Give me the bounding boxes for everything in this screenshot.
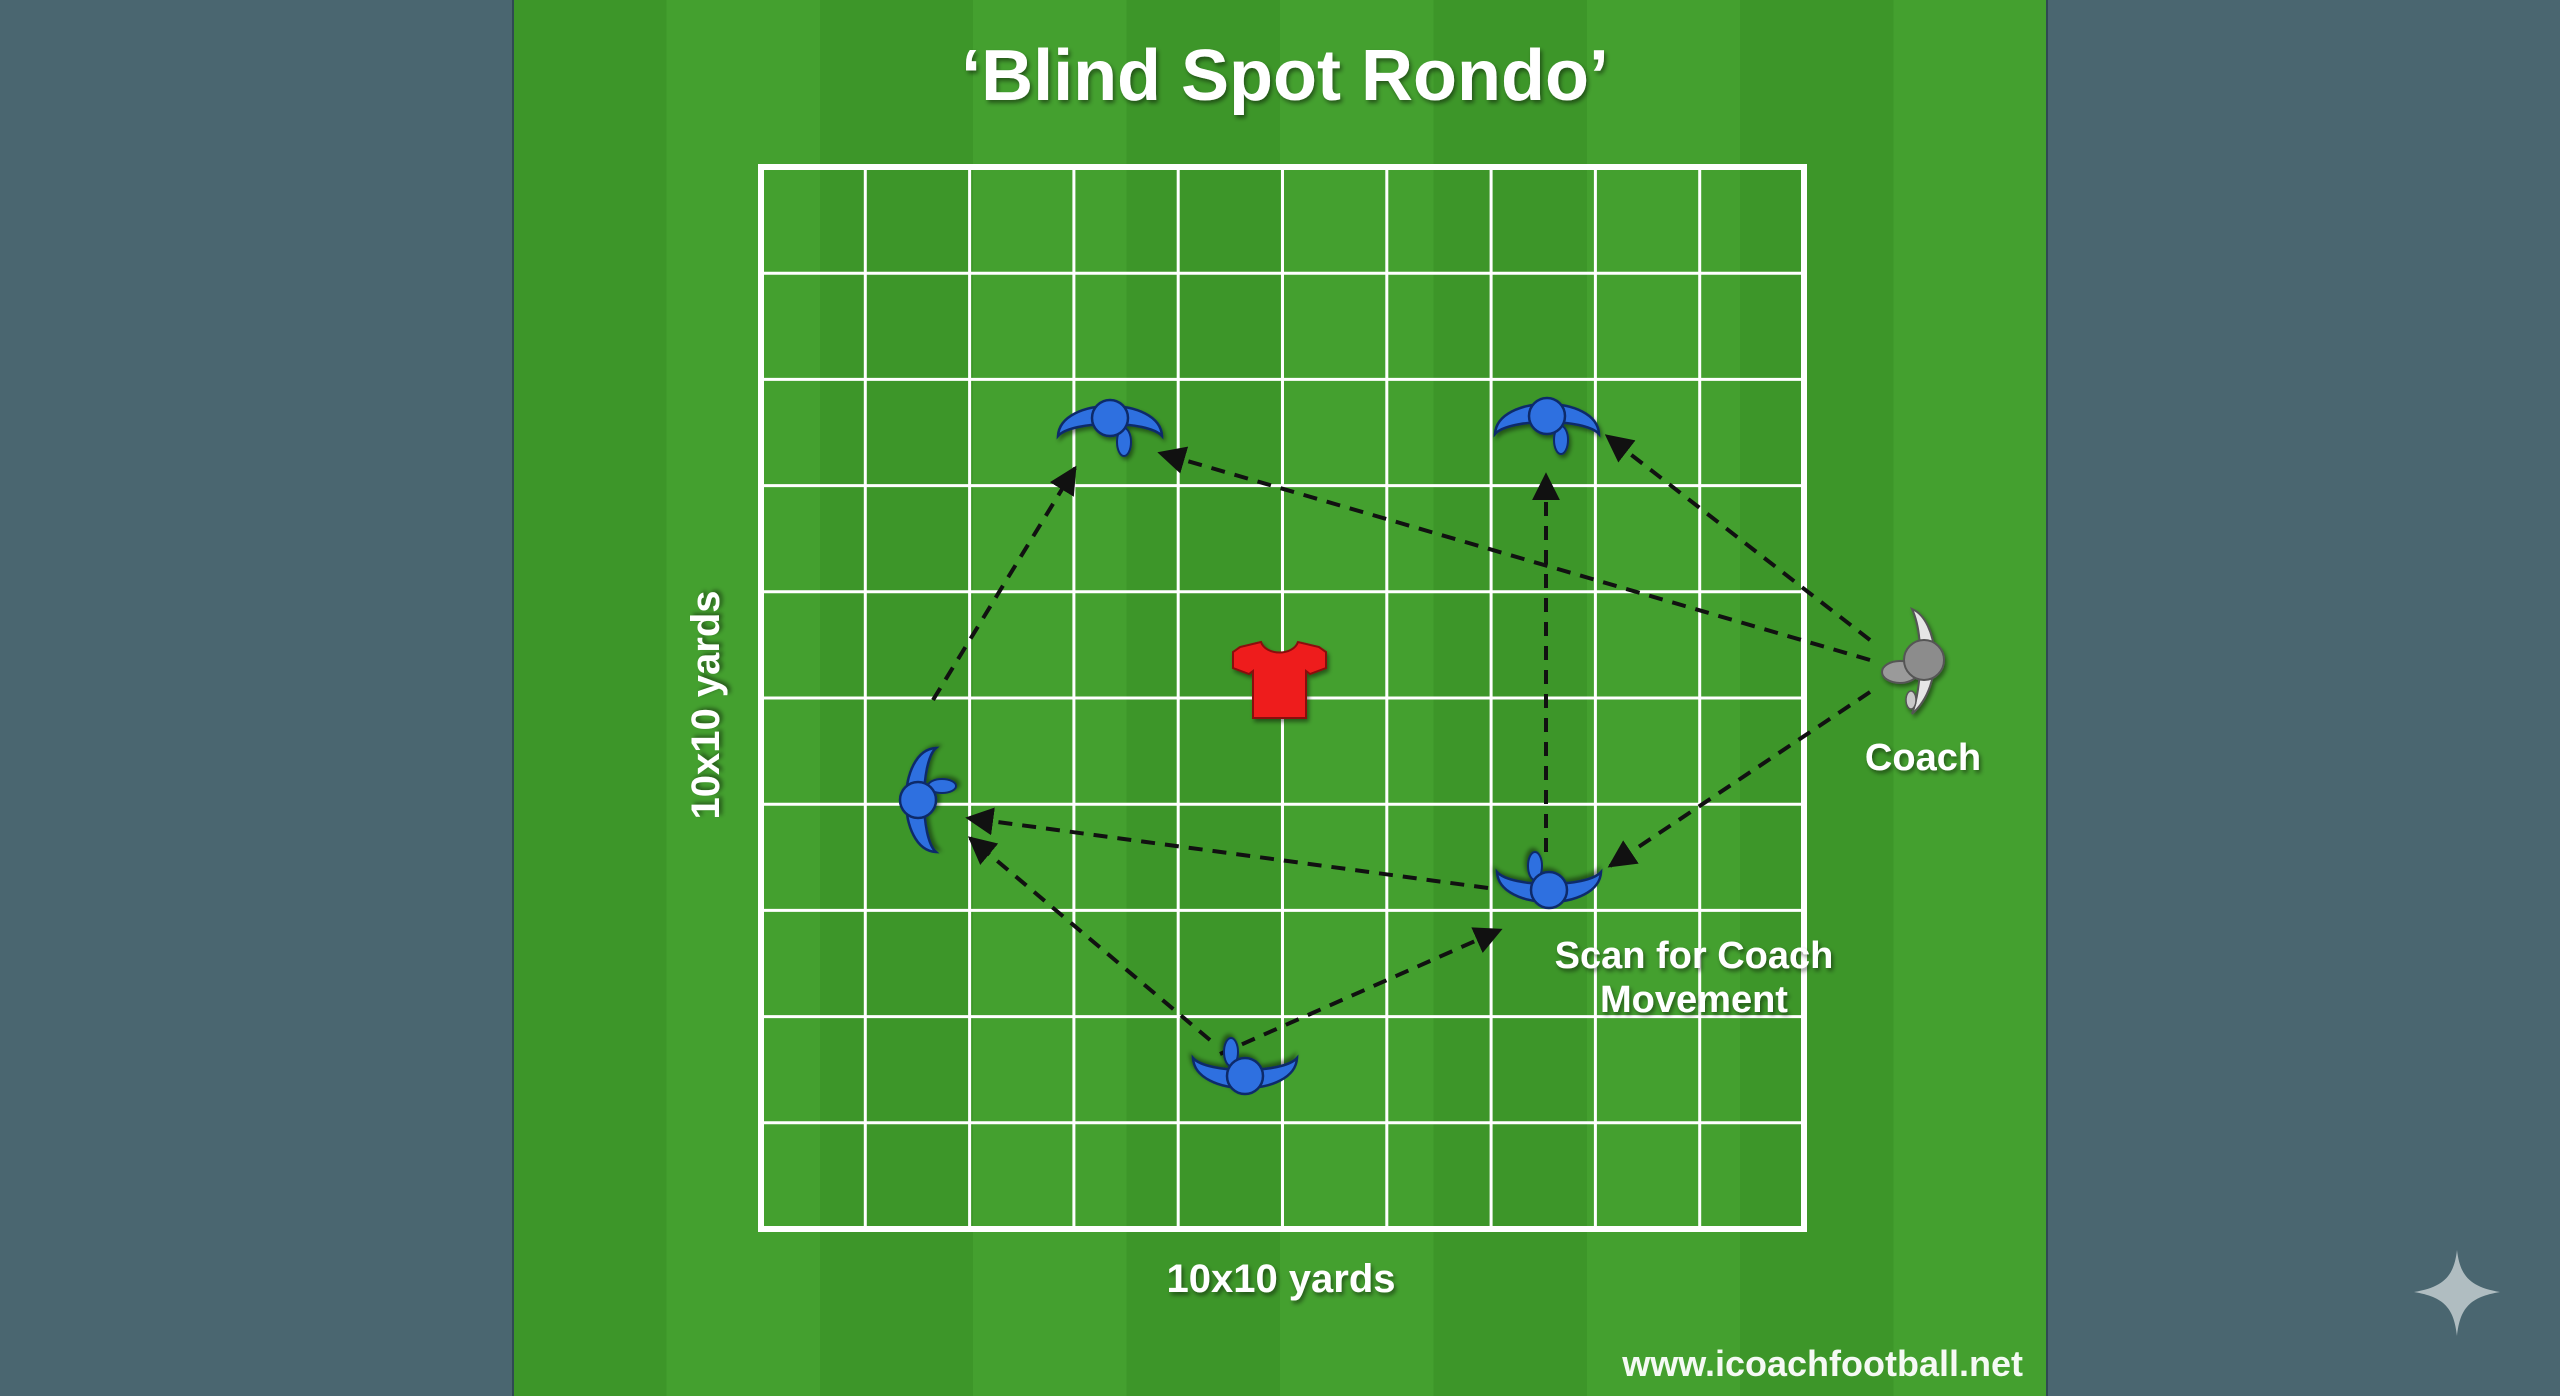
player-icon xyxy=(1495,851,1603,910)
coach-icon xyxy=(1881,607,1945,715)
player-icon xyxy=(1493,396,1601,455)
watermark-text: www.icoachfootball.net xyxy=(1621,1343,2023,1384)
sparkle-icon xyxy=(2414,1250,2500,1336)
pass-arrow xyxy=(1607,690,1872,868)
pass-arrow xyxy=(1219,927,1503,1056)
coach-label: Coach xyxy=(1865,737,1981,779)
grid-border xyxy=(758,164,1807,1232)
shirt-icon xyxy=(1232,640,1327,719)
player-icon xyxy=(898,746,957,854)
scan-label-line2: Movement xyxy=(1600,979,1788,1021)
grid-bottom-label: 10x10 yards xyxy=(1166,1257,1395,1301)
grid-side-label: 10x10 yards xyxy=(684,590,728,819)
scan-label-line1: Scan for Coach xyxy=(1555,935,1834,977)
pass-arrow xyxy=(931,465,1077,702)
player-icon xyxy=(1056,398,1164,457)
players-layer xyxy=(898,396,1603,1096)
passing-arrows xyxy=(931,434,1872,1056)
pass-arrow xyxy=(1604,434,1872,642)
pass-arrow xyxy=(967,836,1212,1042)
player-icon xyxy=(1191,1037,1299,1096)
diagram-title: ‘Blind Spot Rondo’ xyxy=(961,36,1609,116)
pass-arrow xyxy=(1157,446,1871,662)
pass-arrow xyxy=(965,807,1489,890)
